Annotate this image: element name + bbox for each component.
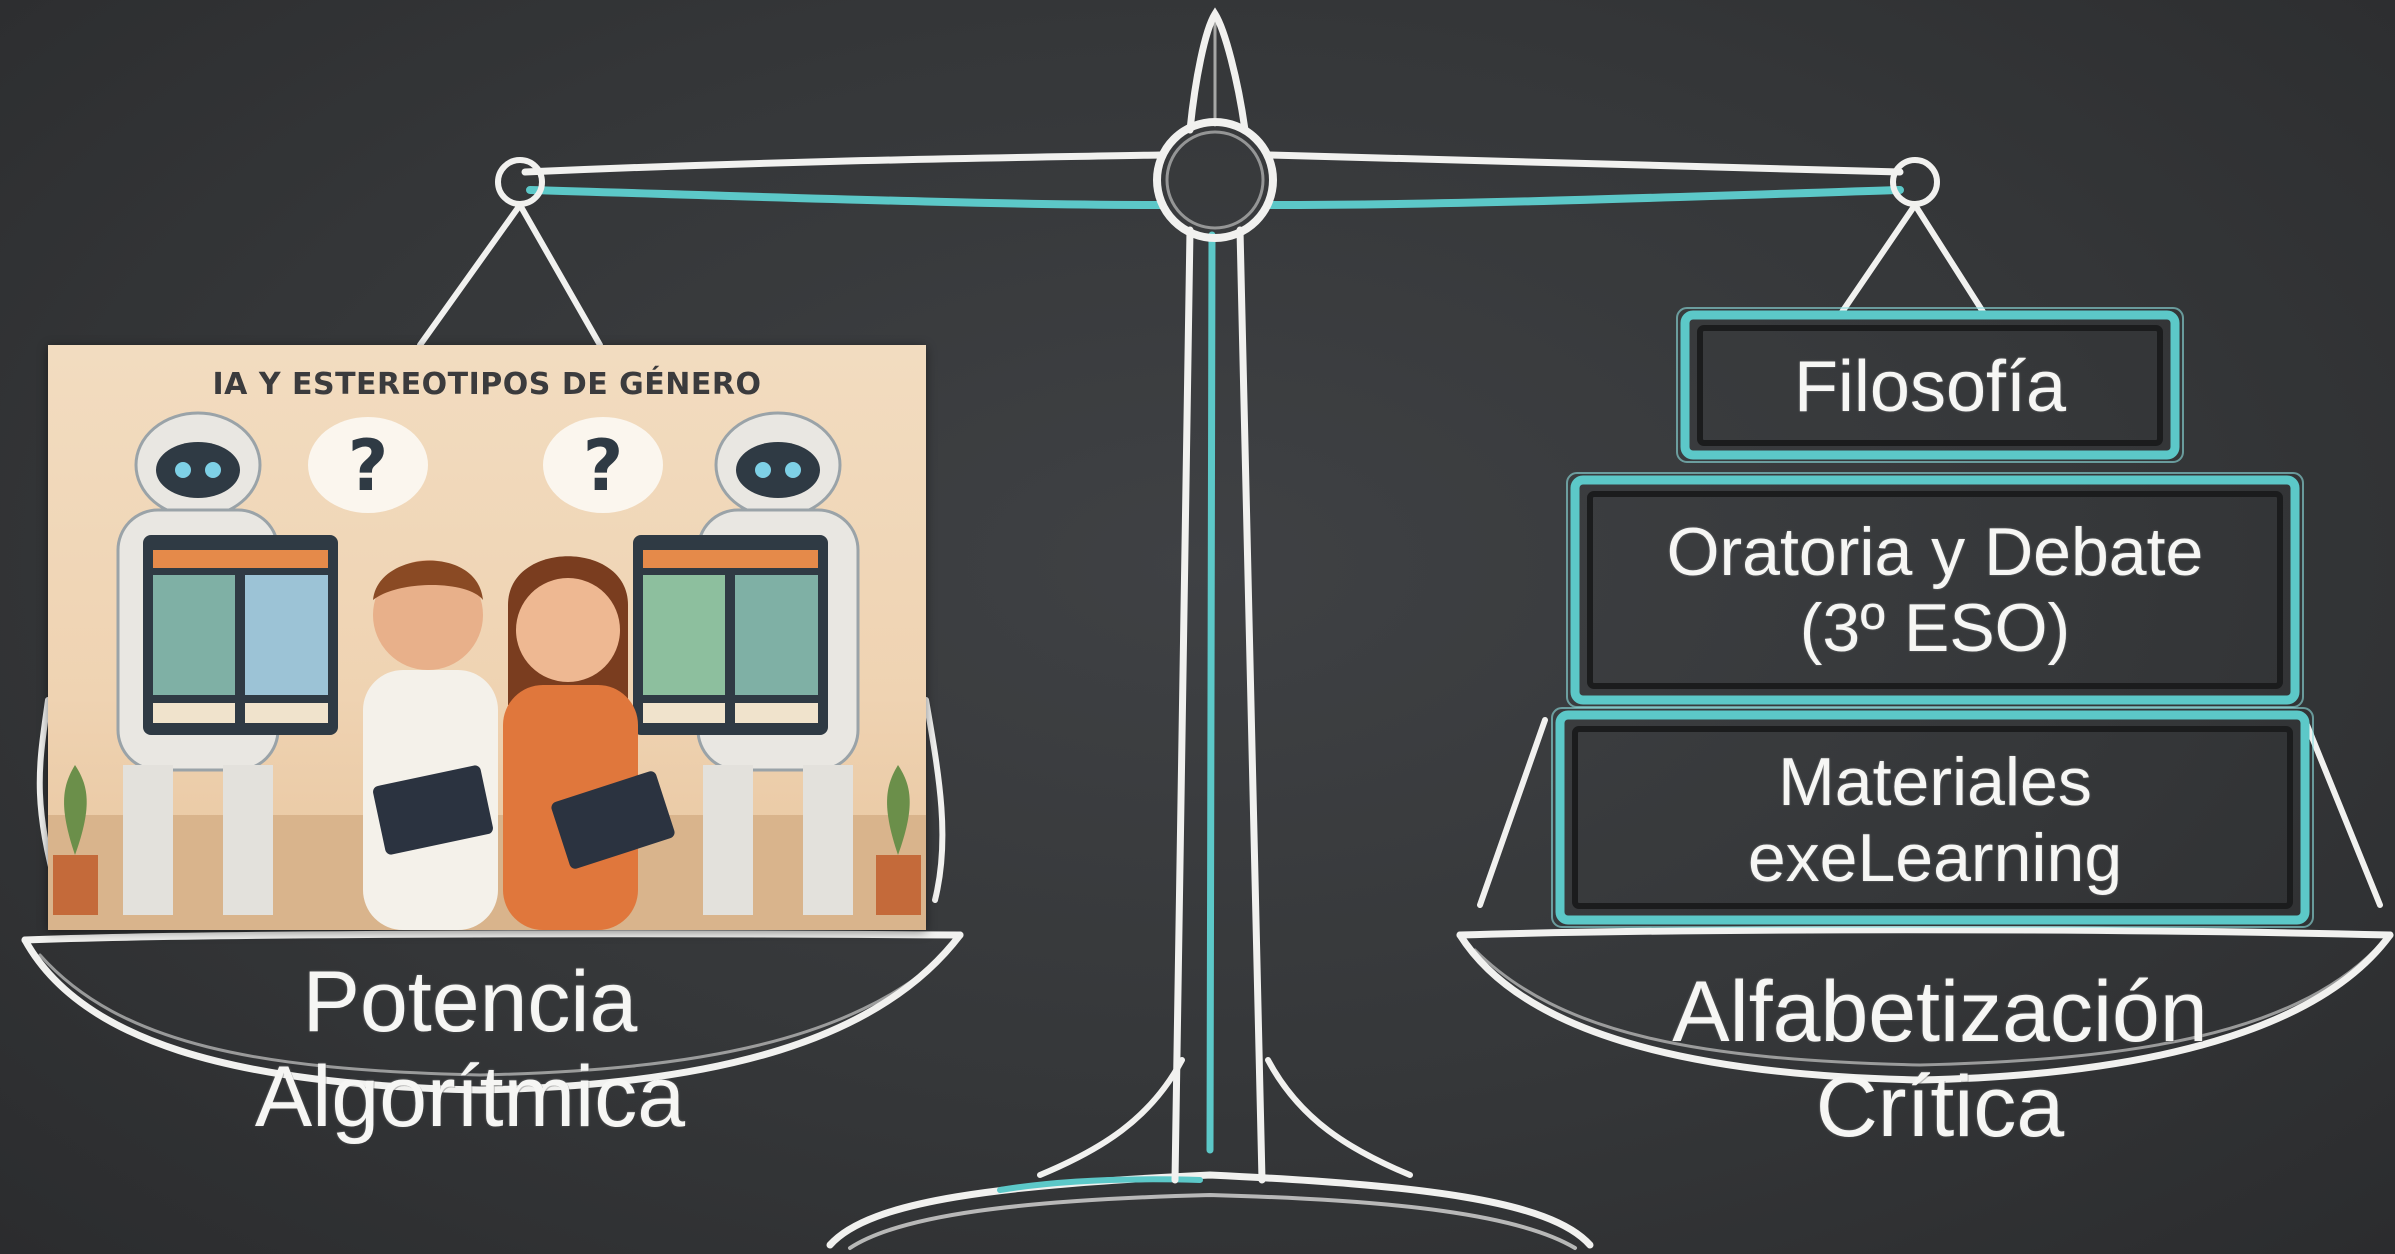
box-filosofia: Filosofía — [1690, 330, 2170, 445]
left-screen-icon — [143, 535, 338, 735]
scale-base — [826, 1171, 1594, 1250]
right-pan-label-line-2: Crítica — [1815, 1058, 2065, 1155]
right-pan — [1456, 926, 2394, 1084]
box-oratoria-y-debate: Oratoria y Debate (3º ESO) — [1580, 490, 2290, 690]
scale-beam — [495, 118, 1940, 242]
illustration-title: IA Y ESTEREOTIPOS DE GÉNERO — [212, 367, 762, 402]
ai-gender-stereotypes-illustration: ? ? — [48, 345, 926, 930]
box-oratoria-line-2: (3º ESO) — [1799, 590, 2071, 666]
boy-student-icon — [363, 560, 498, 930]
box-filosofia-line: Filosofía — [1793, 347, 2067, 428]
right-pan-label: Alfabetización Crítica — [1620, 965, 2260, 1154]
right-screen-icon — [633, 535, 828, 735]
plant-left-icon — [53, 765, 98, 915]
question-bubble-left-icon: ? — [308, 417, 428, 513]
box-materiales-line-1: Materiales — [1778, 743, 2092, 820]
girl-student-icon — [503, 556, 675, 930]
left-pan-label-line-2: Algorítmica — [254, 1048, 686, 1145]
box-materiales-exelearning: Materiales exeLearning — [1570, 720, 2300, 920]
box-materiales-line-2: exeLearning — [1747, 820, 2123, 896]
left-pan-label: Potencia Algorítmica — [170, 955, 770, 1144]
scale-finial — [1186, 7, 1249, 134]
scale-post — [1037, 226, 1413, 1184]
svg-text:?: ? — [348, 425, 389, 507]
box-filosofia-frame — [1676, 307, 2184, 463]
svg-text:?: ? — [583, 425, 624, 507]
box-materiales-frame — [1551, 707, 2314, 928]
left-pan — [21, 930, 964, 1094]
left-pan-label-line-1: Potencia — [302, 954, 638, 1050]
right-hanger — [1477, 202, 2383, 908]
question-bubble-right-icon: ? — [543, 417, 663, 513]
plant-right-icon — [876, 765, 921, 915]
box-oratoria-line-1: Oratoria y Debate — [1666, 513, 2204, 590]
right-pan-label-line-1: Alfabetización — [1672, 964, 2208, 1060]
